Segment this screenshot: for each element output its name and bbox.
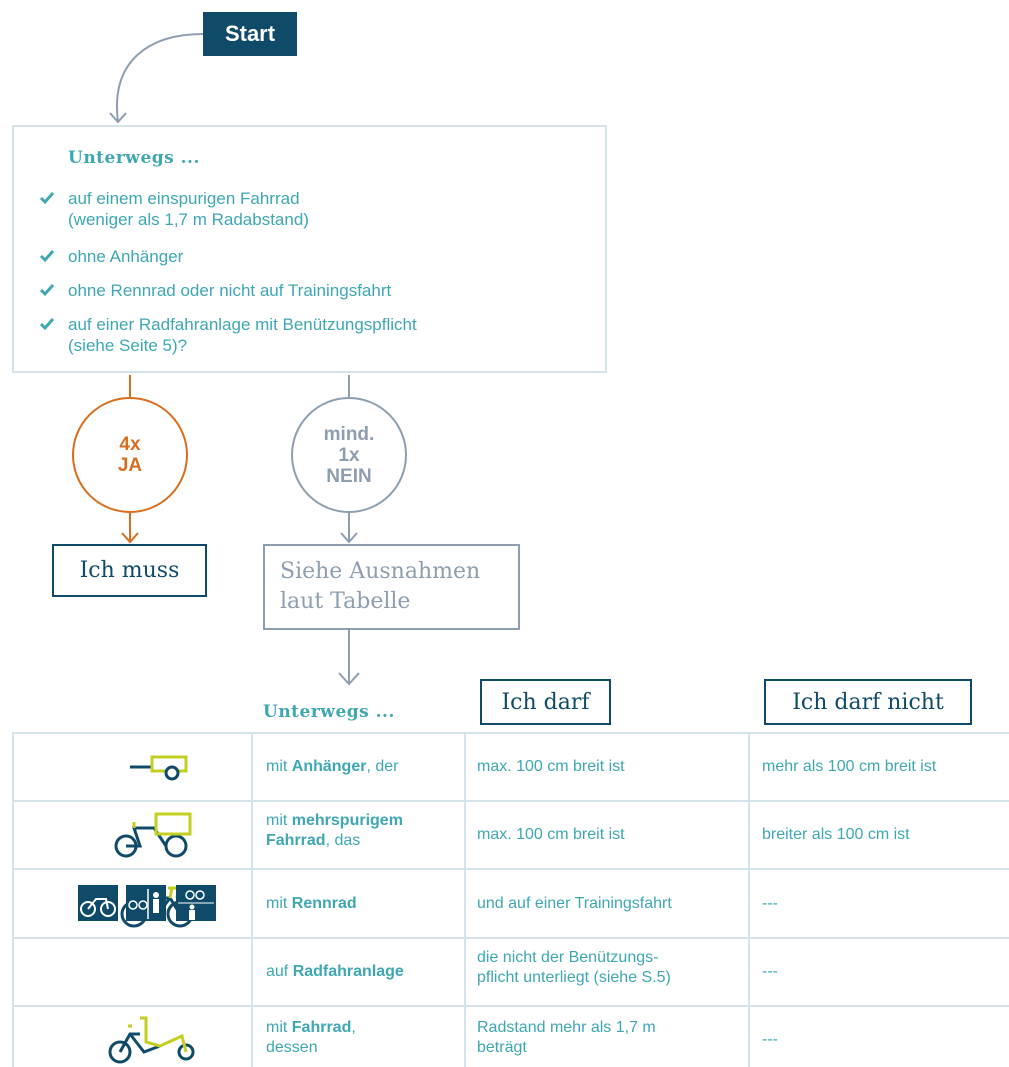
must-box: Ich muss bbox=[52, 544, 207, 597]
conditions-panel bbox=[12, 125, 607, 373]
condition-item: auf einem einspurigen Fahrrad (weniger al… bbox=[26, 188, 309, 230]
conditions-heading: Unterwegs ... bbox=[68, 148, 200, 168]
row-subject: Radfahranlage bbox=[292, 963, 404, 980]
row-prefix: auf bbox=[266, 963, 293, 980]
bike-trailer-icon bbox=[130, 755, 188, 781]
yes-circle-count: 4x bbox=[119, 434, 141, 455]
table-rule bbox=[748, 732, 750, 1067]
exceptions-line2: laut Tabelle bbox=[280, 589, 411, 614]
table-row: mit Fahrrad, dessen bbox=[266, 1018, 356, 1058]
row-suffix: , bbox=[351, 1019, 356, 1036]
table-rule bbox=[12, 868, 1009, 870]
condition-subtext: (siehe Seite 5)? bbox=[68, 336, 188, 355]
table-row: mit Anhänger, der bbox=[266, 757, 398, 777]
check-icon bbox=[39, 318, 55, 331]
row-subject: Anhänger bbox=[291, 758, 367, 775]
exceptions-line1: Siehe Ausnahmen bbox=[280, 559, 481, 584]
row-subject: mehrspurigem bbox=[291, 812, 403, 829]
row-suffix-line2: dessen bbox=[266, 1039, 318, 1056]
may-cell: und auf einer Trainingsfahrt bbox=[477, 895, 672, 912]
table-rule bbox=[12, 1005, 1009, 1007]
condition-text: auf einer Radfahranlage mit Benützungspf… bbox=[68, 315, 417, 334]
row-prefix: mit bbox=[266, 1019, 292, 1036]
may-cell: Radstand mehr als 1,7 m beträgt bbox=[477, 1018, 656, 1058]
condition-item: ohne Rennrad oder nicht auf Trainingsfah… bbox=[26, 280, 391, 301]
may-cell: max. 100 cm breit ist bbox=[477, 826, 625, 843]
row-subject-cont: Fahrrad bbox=[266, 832, 326, 849]
condition-text: ohne Anhänger bbox=[68, 247, 184, 266]
may-cell-line1: die nicht der Benützungs- bbox=[477, 949, 659, 966]
may-not-cell: mehr als 100 cm breit ist bbox=[762, 758, 937, 775]
row-suffix: , der bbox=[366, 758, 399, 775]
start-node: Start bbox=[203, 12, 297, 56]
row-prefix: mit bbox=[266, 758, 292, 775]
table-row: auf Radfahranlage bbox=[266, 962, 404, 982]
may-not-cell: --- bbox=[762, 1031, 778, 1048]
row-subject: Fahrrad bbox=[291, 1019, 352, 1036]
may-not-cell: --- bbox=[762, 963, 778, 980]
may-cell: max. 100 cm breit ist bbox=[477, 758, 625, 775]
yes-circle-label: JA bbox=[117, 455, 143, 476]
bike-path-signs-icon bbox=[78, 885, 218, 921]
exceptions-box: Siehe Ausnahmen laut Tabelle bbox=[263, 544, 520, 630]
condition-item: ohne Anhänger bbox=[26, 246, 183, 267]
table-row: mit Rennrad bbox=[266, 894, 357, 914]
check-icon bbox=[39, 192, 55, 205]
table-row: mit mehrspurigem Fahrrad, das bbox=[266, 811, 403, 851]
row-suffix: , das bbox=[325, 832, 361, 849]
row-prefix: mit bbox=[266, 895, 292, 912]
table-rule bbox=[251, 732, 253, 1067]
may-not-cell: --- bbox=[762, 895, 778, 912]
may-cell-line2: beträgt bbox=[477, 1039, 527, 1056]
condition-text: auf einem einspurigen Fahrrad bbox=[68, 189, 300, 208]
condition-text: ohne Rennrad oder nicht auf Trainingsfah… bbox=[68, 281, 392, 300]
may-header: Ich darf bbox=[480, 679, 611, 725]
no-circle: mind. 1x NEIN bbox=[291, 397, 407, 513]
table-rule bbox=[12, 732, 1009, 734]
may-cell-line2: pflicht unterliegt (siehe S.5) bbox=[477, 969, 671, 986]
no-circle-count: 1x bbox=[338, 444, 360, 466]
no-circle-label: NEIN bbox=[326, 465, 372, 487]
table-rule bbox=[12, 732, 14, 1067]
row-prefix: mit bbox=[266, 812, 292, 829]
table-rule bbox=[464, 732, 466, 1067]
check-icon bbox=[39, 284, 55, 297]
row-subject: Rennrad bbox=[291, 895, 357, 912]
table-rule bbox=[12, 800, 1009, 802]
long-cargo-bike-icon bbox=[108, 1016, 195, 1064]
may-cell-line1: Radstand mehr als 1,7 m bbox=[477, 1019, 656, 1036]
may-not-cell: breiter als 100 cm ist bbox=[762, 826, 910, 843]
table-heading: Unterwegs ... bbox=[263, 702, 395, 722]
cargo-bike-icon bbox=[114, 812, 192, 858]
table-rule bbox=[12, 937, 1009, 939]
condition-item: auf einer Radfahranlage mit Benützungspf… bbox=[26, 314, 417, 356]
may-cell: die nicht der Benützungs- pflicht unterl… bbox=[477, 948, 671, 988]
condition-subtext: (weniger als 1,7 m Radabstand) bbox=[68, 210, 309, 229]
may-not-header: Ich darf nicht bbox=[764, 679, 972, 725]
check-icon bbox=[39, 250, 55, 263]
no-circle-prefix: mind. bbox=[323, 423, 375, 445]
yes-circle: 4x JA bbox=[72, 397, 188, 513]
